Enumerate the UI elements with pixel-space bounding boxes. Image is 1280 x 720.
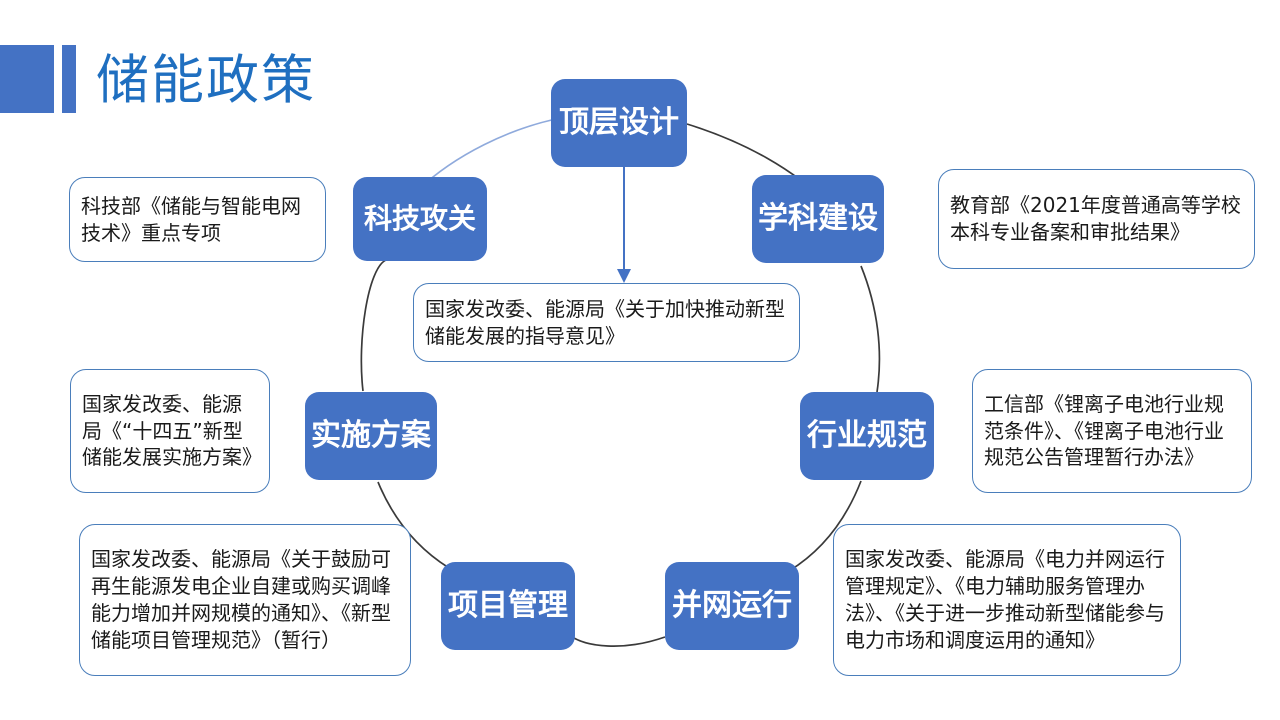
node-industry-norm[interactable]: 行业规范 [800,392,934,480]
title-accent-bar-wide [0,45,54,113]
node-label: 并网运行 [672,588,792,624]
note-text: 工信部《锂离子电池行业规范条件》、《锂离子电池行业规范公告管理暂行办法》 [984,391,1224,470]
node-implementation[interactable]: 实施方案 [305,392,437,480]
note-text: 国家发改委、能源局《关于加快推动新型储能发展的指导意见》 [425,296,785,348]
node-label: 学科建设 [758,201,878,237]
page-title: 储能政策 [96,50,316,111]
note-grid-operation: 国家发改委、能源局《电力并网运行管理规定》、《电力辅助服务管理办法》、《关于进一… [833,524,1181,676]
note-project-mgmt: 国家发改委、能源局《关于鼓励可再生能源发电企业自建或购买调峰能力增加并网规模的通… [79,524,411,676]
note-text: 国家发改委、能源局《电力并网运行管理规定》、《电力辅助服务管理办法》、《关于进一… [845,547,1165,652]
node-label: 科技攻关 [363,202,476,236]
node-project-mgmt[interactable]: 项目管理 [441,562,575,650]
node-tech-research[interactable]: 科技攻关 [353,177,487,261]
node-label: 行业规范 [807,418,927,454]
note-text: 科技部《储能与智能电网技术》重点专项 [81,193,301,245]
note-text: 国家发改委、能源局《关于鼓励可再生能源发电企业自建或购买调峰能力增加并网规模的通… [91,547,391,652]
node-discipline[interactable]: 学科建设 [752,175,884,263]
node-top-design[interactable]: 顶层设计 [551,79,687,167]
node-label: 顶层设计 [559,105,679,141]
note-industry-norm: 工信部《锂离子电池行业规范条件》、《锂离子电池行业规范公告管理暂行办法》 [972,369,1252,493]
note-discipline: 教育部《2021年度普通高等学校本科专业备案和审批结果》 [938,169,1255,269]
note-center-policy: 国家发改委、能源局《关于加快推动新型储能发展的指导意见》 [413,283,800,362]
note-text: 教育部《2021年度普通高等学校本科专业备案和审批结果》 [950,193,1241,244]
note-implementation: 国家发改委、能源局《“十四五”新型储能发展实施方案》 [70,369,270,493]
title-accent-bar-thin [62,45,76,113]
note-text: 国家发改委、能源局《“十四五”新型储能发展实施方案》 [82,391,262,470]
note-tech-research: 科技部《储能与智能电网技术》重点专项 [69,177,326,262]
node-grid-operation[interactable]: 并网运行 [665,562,799,650]
node-label: 实施方案 [311,418,431,454]
node-label: 项目管理 [448,588,568,624]
